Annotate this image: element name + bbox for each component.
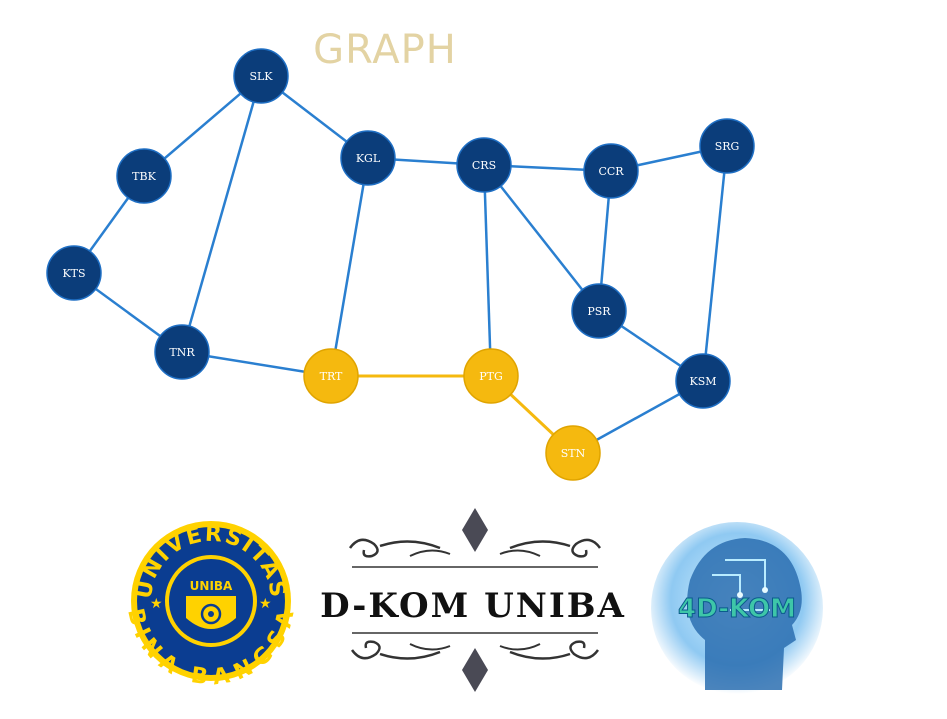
node-label: SLK: [249, 70, 273, 83]
edges-layer: [72, 75, 729, 455]
node-label: CRS: [472, 159, 496, 172]
node-label: PTG: [479, 370, 503, 383]
node-circle: [116, 148, 172, 204]
node-circle: [456, 137, 512, 193]
edge-slk-tnr: [180, 75, 263, 353]
node-circle: [340, 130, 396, 186]
node-label: TNR: [169, 346, 195, 359]
node-psr: PSR: [571, 283, 627, 339]
node-ksm: KSM: [675, 353, 731, 409]
graph-title: GRAPH: [313, 27, 457, 73]
edge-srg-ksm: [701, 145, 729, 382]
node-circle: [46, 245, 102, 301]
node-crs: CRS: [456, 137, 512, 193]
node-label: KTS: [62, 267, 85, 280]
university-seal-logo: UNIVERSITAS BINA BANGSA ★ ★ UNIBA: [122, 521, 298, 690]
node-ptg: PTG: [463, 348, 519, 404]
node-label: PSR: [587, 305, 611, 318]
node-label: STN: [561, 447, 586, 460]
banner-text: D-KOM UNIBA: [320, 586, 626, 626]
logo-text: 4D-KOM: [678, 594, 796, 624]
node-kts: KTS: [46, 245, 102, 301]
seal-inner-text: UNIBA: [190, 579, 233, 593]
node-tbk: TBK: [116, 148, 172, 204]
4d-kom-logo: 4D-KOM: [651, 522, 823, 694]
gear-icon: [200, 603, 222, 625]
diamond-icon: [462, 508, 488, 552]
node-label: SRG: [715, 140, 740, 153]
node-trt: TRT: [303, 348, 359, 404]
banner-ornament: D-KOM UNIBA: [320, 508, 626, 692]
star-icon: ★: [150, 596, 163, 612]
edge-kgl-trt: [329, 157, 370, 377]
node-circle: [303, 348, 359, 404]
node-circle: [571, 283, 627, 339]
node-circle: [583, 143, 639, 199]
node-stn: STN: [545, 425, 601, 481]
node-tnr: TNR: [154, 324, 210, 380]
node-circle: [233, 48, 289, 104]
node-circle: [463, 348, 519, 404]
node-circle: [154, 324, 210, 380]
edge-crs-psr: [483, 164, 600, 312]
node-label: CCR: [598, 165, 624, 178]
node-kgl: KGL: [340, 130, 396, 186]
node-circle: [675, 353, 731, 409]
nodes-layer: SLK TBK KTS TNR KGL CRS CCR SRG PSR KSM TRT PTG STN: [46, 48, 755, 481]
node-circle: [545, 425, 601, 481]
node-slk: SLK: [233, 48, 289, 104]
edge-crs-ptg: [482, 164, 493, 377]
node-label: KGL: [356, 152, 381, 165]
node-srg: SRG: [699, 118, 755, 174]
node-label: KSM: [689, 375, 716, 388]
node-circle: [699, 118, 755, 174]
star-icon: ★: [259, 596, 272, 612]
node-label: TBK: [132, 170, 156, 183]
node-ccr: CCR: [583, 143, 639, 199]
diamond-icon: [462, 648, 488, 692]
node-label: TRT: [320, 370, 343, 383]
